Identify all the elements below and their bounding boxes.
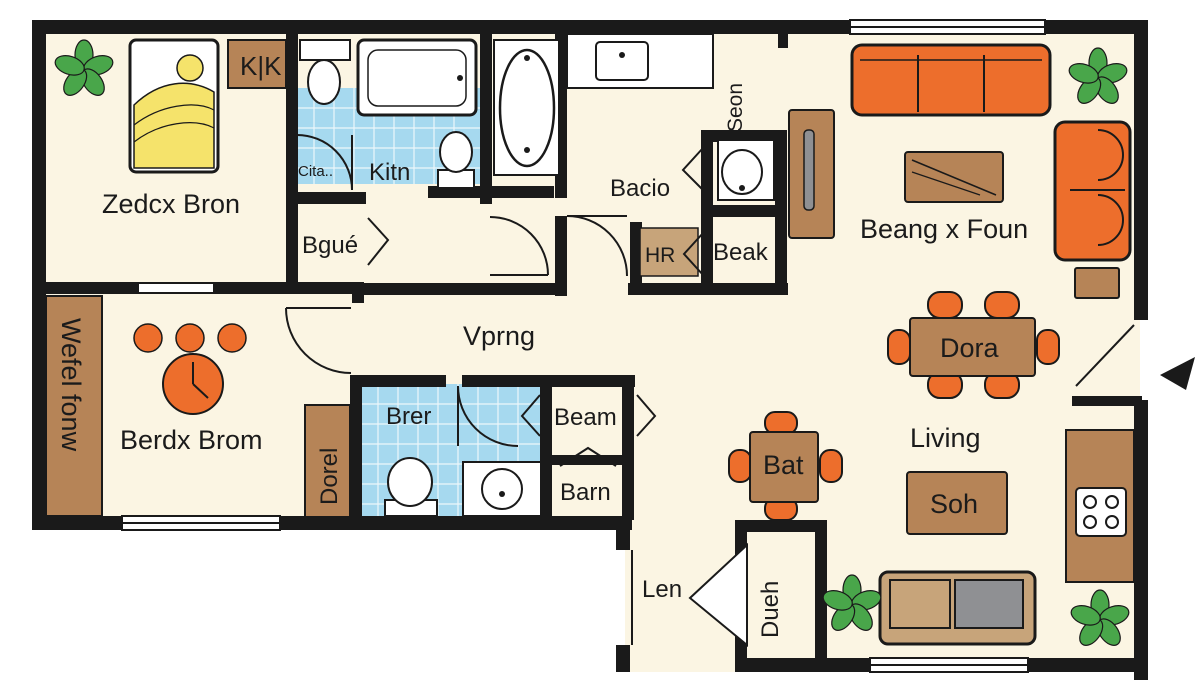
- room-label-bedroom-1: Zedcx Bron: [102, 189, 240, 219]
- wardrobe-icon: K|K: [227, 39, 287, 89]
- sofa-icon: [1053, 120, 1132, 262]
- wardrobe-tag: K|K: [240, 51, 282, 81]
- door-tag: Dorel: [304, 404, 351, 518]
- plant-icon: [54, 39, 114, 96]
- dining-table-icon: [887, 291, 1060, 399]
- chevron-left-icon: [682, 231, 705, 277]
- chair-icon: [887, 291, 1060, 399]
- toilet-icon: [717, 139, 775, 201]
- chevron-left-icon: [681, 147, 704, 191]
- room-label-bar: Bat: [763, 450, 804, 480]
- room-label-wardrobe-left: Wefel fonw: [56, 318, 86, 452]
- hr-tag: HR: [639, 227, 699, 277]
- sofa-icon: [850, 43, 1052, 117]
- sink-icon: [462, 461, 542, 517]
- room-label-bath-upper-tag: Seon: [724, 83, 747, 132]
- room-label-len: Len: [642, 576, 682, 603]
- room-label-barn: Barn: [560, 479, 611, 506]
- table-icon: [906, 471, 1008, 535]
- chevron-right-icon: [636, 394, 657, 437]
- room-label-dining: Dora: [940, 333, 1000, 363]
- room-label-dutch: Dueh: [757, 581, 784, 638]
- table-icon: [904, 151, 1004, 203]
- bathtub-icon: [356, 38, 478, 117]
- room-label-family-room: Beang x Foun: [860, 214, 1028, 244]
- plant-icon: [822, 574, 882, 631]
- bathtub-icon: [493, 39, 560, 176]
- entry-arrow-icon: [1160, 357, 1195, 390]
- toilet-icon: [384, 457, 438, 517]
- wardrobe-icon: Wefel fonw: [45, 295, 103, 517]
- room-label-kitchen-small: Cita..: [298, 163, 333, 180]
- bar-table-icon: [728, 411, 843, 521]
- windows: [121, 19, 1046, 673]
- chevron-up-icon: [559, 446, 617, 467]
- toilet-icon: [437, 131, 475, 189]
- toilet-icon: [299, 39, 351, 105]
- bed-icon: [128, 38, 220, 174]
- chevron-left-icon: [520, 394, 541, 437]
- chair-icon: [728, 411, 843, 521]
- plant-icon: [1070, 589, 1130, 646]
- room-label-bath-lower: Brer: [386, 403, 431, 430]
- room-label-bath-upper: Bacio: [610, 175, 670, 202]
- sofa-icon: [878, 570, 1037, 646]
- clock-icon: [133, 323, 247, 415]
- cabinet-icon: [788, 109, 835, 239]
- room-label-corridor: Vprng: [463, 321, 535, 351]
- doors: [285, 134, 1135, 645]
- room-label-living: Living: [910, 423, 981, 453]
- sink-icon: [566, 33, 714, 89]
- chevron-right-icon: [367, 217, 390, 266]
- stove-icon: [1065, 429, 1135, 583]
- svg-text:Dorel: Dorel: [316, 448, 343, 505]
- room-label-beam: Beam: [554, 404, 617, 431]
- room-label-closet: Bgué: [302, 232, 358, 259]
- room-label-sofa-table: Soh: [930, 489, 978, 519]
- room-label-kitchen: Kitn: [369, 159, 410, 186]
- svg-text:HR: HR: [645, 244, 675, 267]
- side-table-icon: [1074, 267, 1120, 299]
- room-label-bedroom-2: Berdx Brom: [120, 425, 263, 455]
- plant-icon: [1068, 47, 1128, 104]
- room-label-beak: Beak: [713, 239, 769, 266]
- closet-outline: [688, 542, 748, 648]
- window-bedroom1: [137, 282, 215, 294]
